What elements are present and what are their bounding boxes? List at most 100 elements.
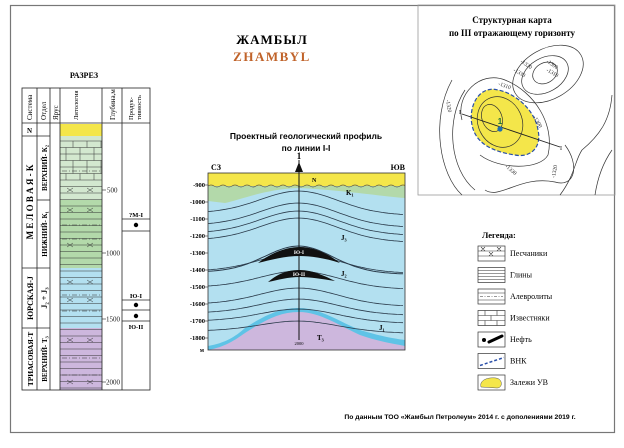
depth-tick-label: -1500 [190, 284, 205, 291]
series-upper-k2: ВЕРХНИЙ- К₂ [41, 145, 49, 191]
depth-2000: 2000 [106, 379, 121, 387]
series-lower-k1: НИЖНИЙ- К₁ [41, 211, 49, 256]
legend-item: Нефть [477, 331, 532, 348]
legend-label: Нефть [510, 335, 532, 344]
legend-label: Глины [510, 271, 533, 280]
contour-label: -1310 [497, 81, 511, 91]
profile-label-yu2: Ю-II [293, 272, 305, 278]
owc-icon [477, 353, 506, 369]
depth-1000: 1000 [106, 250, 121, 258]
legend-label: Залежи УВ [510, 378, 548, 387]
profile-title-1: Проектный геологический профиль [230, 131, 382, 141]
limestone-icon [477, 310, 506, 326]
profile-label-k1: K₁ [346, 189, 354, 197]
legend-label: Алевролиты [510, 292, 553, 301]
depth-tick-label: -900 [193, 182, 205, 189]
series-j2-j3: J₂ + J₃ [40, 287, 49, 309]
legend-label: Песчаники [510, 249, 548, 258]
system-cretaceous: М Е Л О В А Я - К [25, 164, 35, 239]
reservoir-yu2 [268, 270, 335, 282]
legend-item: Залежи УВ [477, 374, 548, 391]
layer-n [60, 124, 102, 136]
layer-boundary [208, 217, 404, 242]
section-title: РАЗРЕЗ [70, 71, 98, 80]
map-line-end-right: I [560, 146, 562, 152]
layer-boundary [208, 298, 404, 316]
system-n: N [27, 127, 32, 135]
footer-source: По данным ТОО «Жамбыл Петролеум» 2014 г.… [344, 413, 575, 421]
legend: Легенда: ПесчаникиГлиныАлевролитыИзвестн… [477, 230, 553, 391]
legend-title: Легенда: [482, 230, 516, 240]
series-upper-t3: ВЕРХНИЙ- Т₃ [41, 336, 49, 381]
legend-label: ВНК [510, 357, 527, 366]
layer-k2 [60, 136, 102, 200]
column-grid [21, 87, 151, 391]
productive-yu2: Ю-II [129, 324, 144, 331]
well-marker-icon [497, 126, 503, 132]
profile-label-t3: T₃ [317, 334, 324, 342]
layer-boundary [208, 320, 404, 334]
productive-m1: ?М-I [129, 212, 144, 219]
layer-boundary [208, 245, 404, 275]
profile-well-depth: 2000 [295, 341, 305, 346]
depth-tick-label: -1300 [190, 250, 205, 257]
layer-boundary [208, 210, 404, 235]
depth-tick-label: -1100 [190, 216, 205, 223]
depth-tick-label: -1800 [190, 335, 205, 342]
depth-500: 500 [107, 187, 118, 195]
unconformity-line [208, 184, 405, 188]
legend-item: Алевролиты [477, 288, 553, 305]
profile-label-n: N [312, 178, 317, 184]
siltstone-icon [477, 288, 506, 305]
layer-boundary [208, 287, 404, 306]
layer-boundary [208, 202, 404, 227]
contour-lines [439, 44, 613, 196]
profile-depth-axis: -900-1000-1100-1200-1300-1400-1500-1600-… [190, 182, 208, 342]
depth-tick-label: -1600 [190, 301, 205, 308]
profile-label-j2: J₂ [341, 270, 347, 278]
depth-1500: 1500 [106, 316, 121, 324]
system-jurassic: ЮРСКАЯ-J [26, 276, 35, 320]
geological-profile: Проектный геологический профиль по линии… [190, 131, 406, 354]
deposit-icon [477, 374, 506, 391]
layer-k1 [60, 200, 102, 268]
contour-label: -1330 [512, 68, 526, 80]
deposit-contours [460, 77, 550, 167]
oil-dot-icon [133, 222, 139, 228]
well-arrow-icon [295, 162, 303, 172]
hydrocarbon-deposit [470, 88, 540, 157]
oil-icon [477, 331, 506, 348]
header-productivity-2: тивность [136, 95, 143, 120]
layer-boundary [208, 308, 404, 324]
layer-boundary [208, 190, 404, 215]
profile-line [461, 113, 561, 148]
depth-tick-label: -1000 [190, 199, 205, 206]
layer-t3 [60, 328, 102, 390]
oil-dot-icon [133, 313, 139, 319]
contour-label: -1320 [444, 99, 452, 113]
title-ru: ЖАМБЫЛ [236, 32, 308, 47]
depth-tick-label: -1200 [190, 233, 205, 240]
layer-j [60, 268, 102, 328]
profile-layer-n [208, 173, 405, 186]
header-depth: Глубина,м [109, 89, 117, 120]
profile-label-yu1: Ю-I [294, 250, 304, 256]
productive-yu1: Ю-I [130, 293, 142, 300]
clay-icon [477, 267, 506, 283]
lithology-pattern [60, 140, 102, 389]
header-system: Система [26, 94, 34, 120]
header-lithology: Литология [73, 91, 80, 120]
profile-dir-se: ЮВ [391, 163, 406, 172]
map-title-2: по III отражающему горизонту [449, 28, 576, 38]
header-series: Отдел [40, 101, 48, 120]
header-stage: Ярус [52, 105, 60, 120]
structure-map: Структурная карта по III отражающему гор… [439, 15, 613, 196]
contour-label: -1300 [531, 115, 543, 129]
oil-dot-icon [133, 302, 139, 308]
map-frame [417, 4, 616, 196]
stratigraphic-column: РАЗРЕЗ Система Отдел Ярус Литология Глуб… [21, 71, 151, 391]
profile-label-j3: J₃ [341, 234, 347, 242]
profile-well-number: 1 [297, 151, 302, 161]
legend-item: Песчаники [477, 245, 548, 262]
